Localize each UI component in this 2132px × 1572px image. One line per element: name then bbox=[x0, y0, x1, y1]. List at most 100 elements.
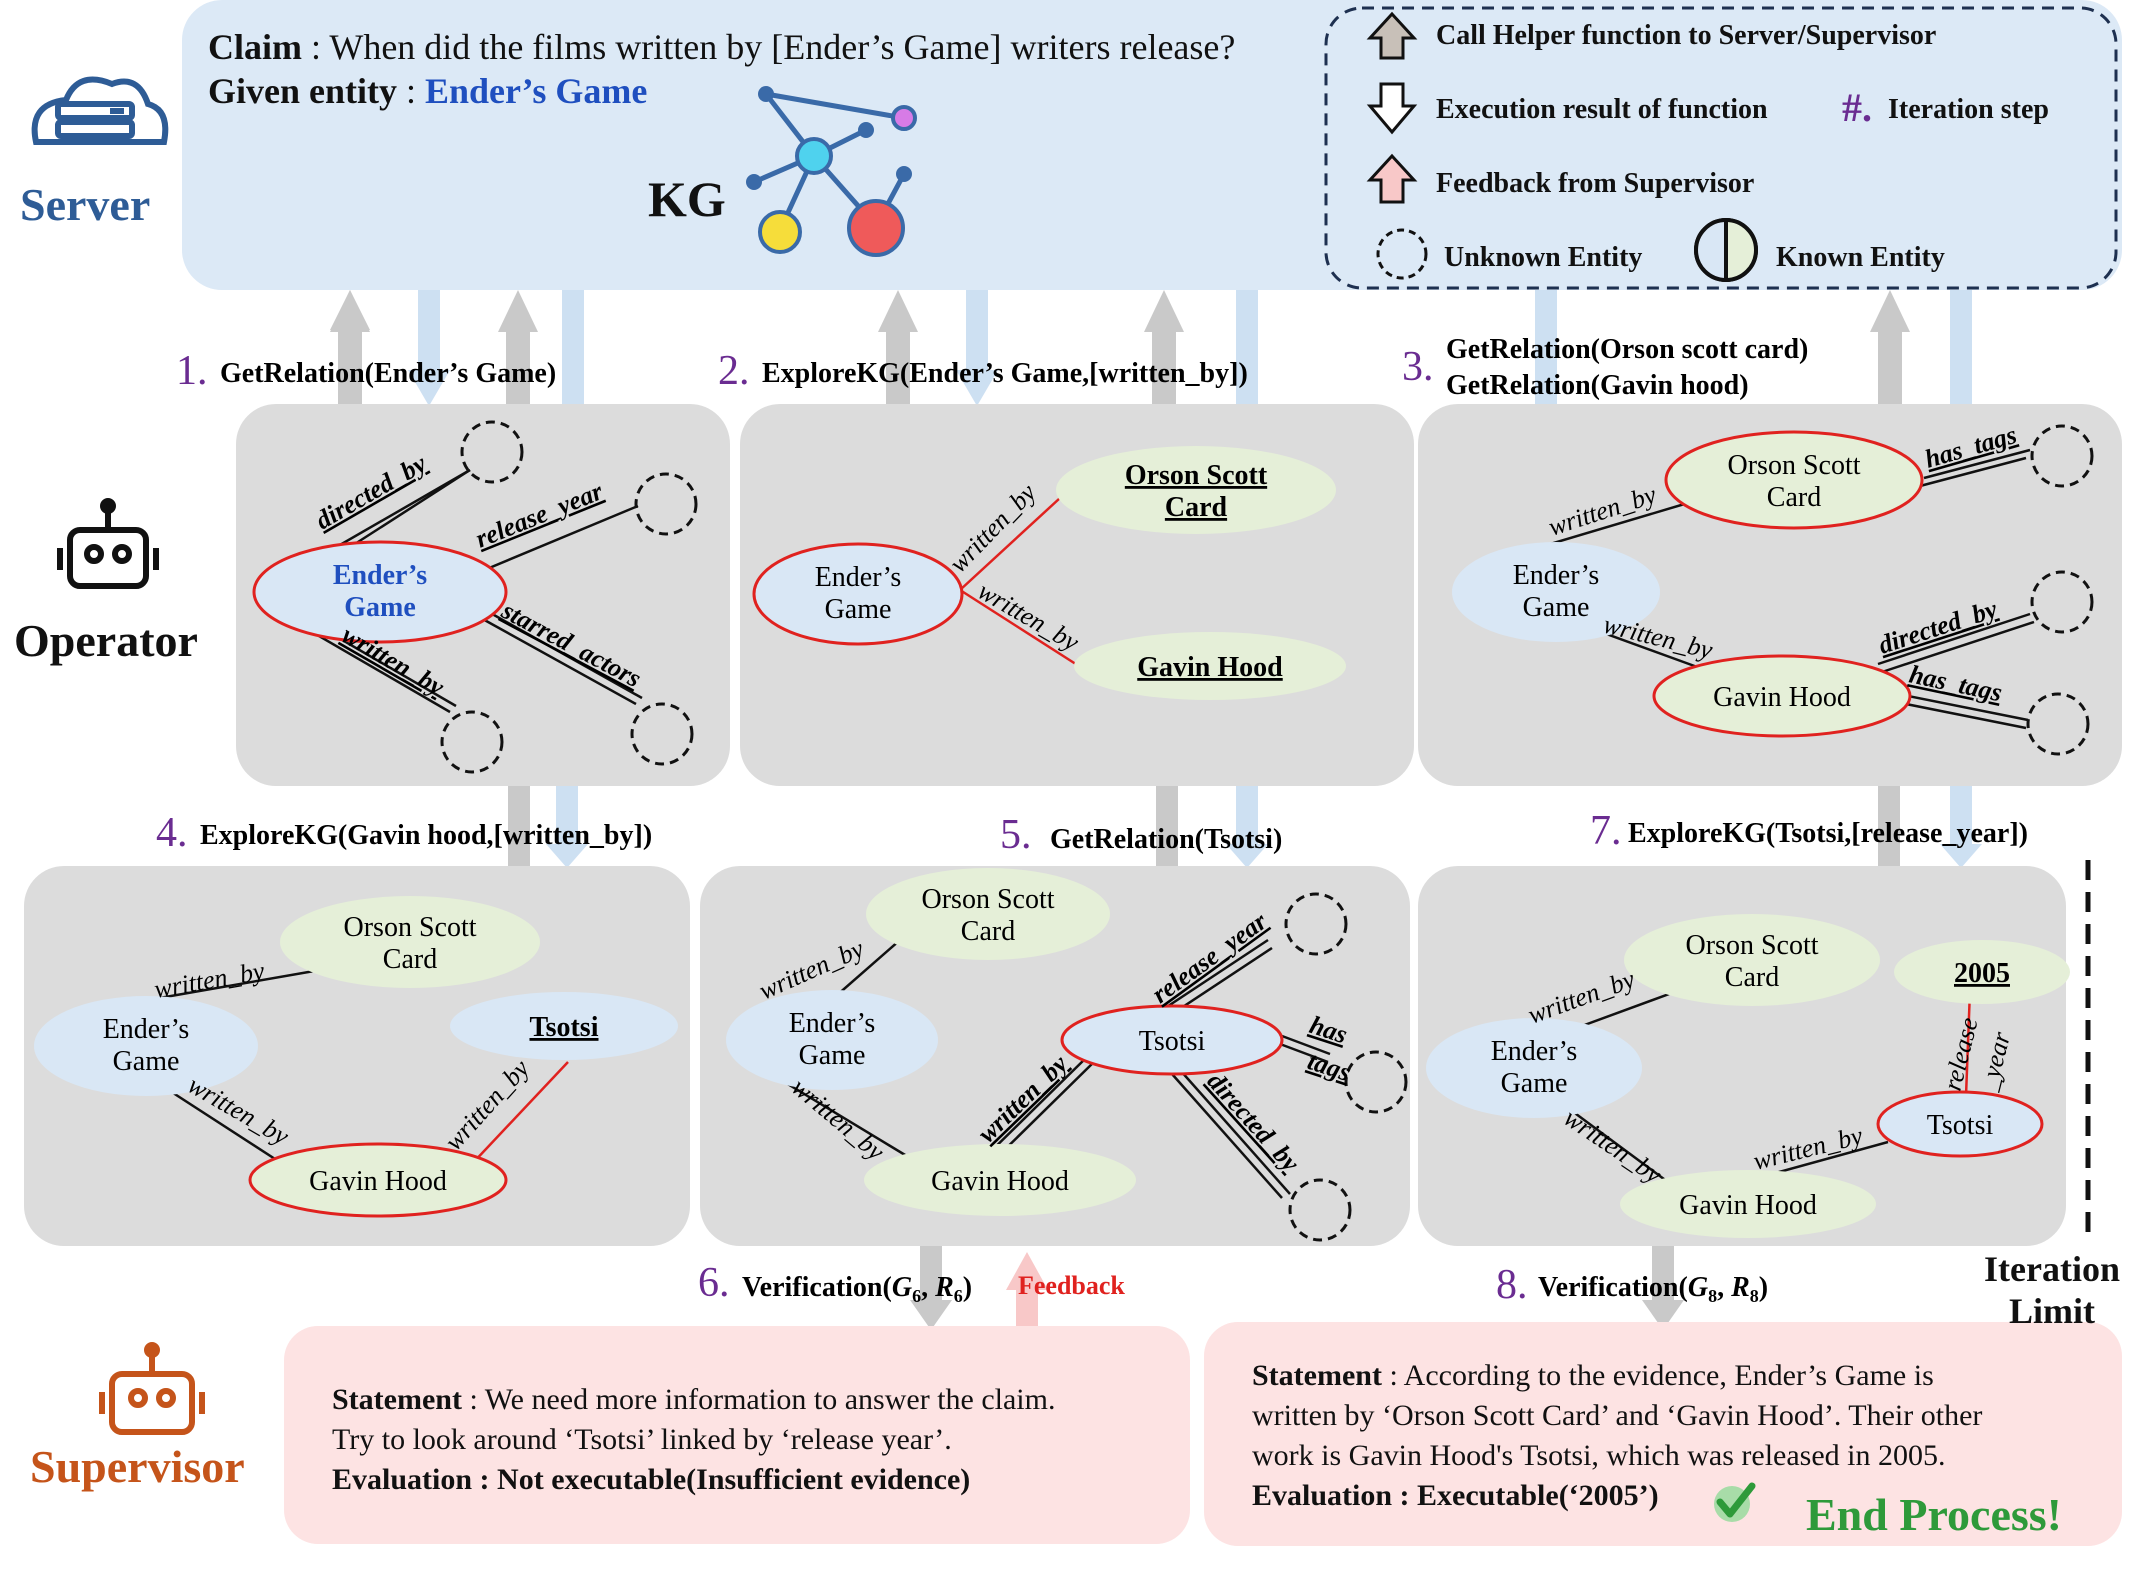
supervisor-box-left bbox=[284, 1326, 1190, 1544]
right-statement-line-1: Statement : According to the evidence, E… bbox=[1252, 1356, 2112, 1396]
step-3-text-2: GetRelation(Gavin hood) bbox=[1446, 370, 1749, 401]
claim-key: Claim bbox=[208, 27, 302, 67]
ender-node-p1 bbox=[252, 540, 508, 644]
orson-label-2: Card bbox=[1165, 492, 1228, 523]
legend-iteration-symbol: #. bbox=[1842, 85, 1872, 130]
gavin-node-p3 bbox=[1652, 654, 1912, 738]
tsotsi-node-p7 bbox=[1876, 1090, 2044, 1158]
tsotsi-node-p5 bbox=[1060, 1004, 1284, 1076]
unknown-node bbox=[1284, 892, 1348, 956]
entity-key: Given entity bbox=[208, 71, 397, 111]
feedback-label: Feedback bbox=[1018, 1271, 1125, 1300]
gavin-label: Gavin Hood bbox=[309, 1166, 447, 1197]
orson-label-2: Card bbox=[1725, 962, 1779, 993]
kg-label: KG bbox=[648, 171, 726, 227]
unknown-node bbox=[440, 710, 504, 774]
legend-execution-result: Execution result of function bbox=[1436, 94, 1768, 125]
gavin-node-p4 bbox=[248, 1142, 508, 1218]
orson-label-1: Orson Scott bbox=[1686, 930, 1819, 961]
ender-label-2: Game bbox=[825, 594, 892, 625]
gavin-label: Gavin Hood bbox=[1713, 682, 1851, 713]
server-label: Server bbox=[20, 179, 151, 230]
unknown-node bbox=[1344, 1050, 1408, 1114]
right-evaluation-key: Evaluation bbox=[1252, 1479, 1393, 1512]
supervisor-right-text: Statement : According to the evidence, E… bbox=[1252, 1356, 2112, 1516]
server-cloud-icon bbox=[31, 76, 169, 145]
unknown-node bbox=[634, 472, 698, 536]
left-evaluation-key: Evaluation bbox=[332, 1463, 473, 1496]
edge-line bbox=[1567, 1106, 1677, 1190]
step-arrows bbox=[330, 290, 1982, 1336]
operator-label: Operator bbox=[14, 615, 198, 666]
step-1-num: 1. bbox=[176, 348, 208, 394]
entity-value: Ender’s Game bbox=[425, 71, 648, 111]
right-statement-key: Statement bbox=[1252, 1359, 1382, 1392]
server-banner bbox=[182, 0, 2122, 290]
orson-label-1: Orson Scott bbox=[1125, 460, 1268, 491]
tsotsi-label: Tsotsi bbox=[1927, 1110, 1994, 1141]
ender-label-2: Game bbox=[799, 1040, 866, 1071]
left-statement-line-1: Statement : We need more information to … bbox=[332, 1380, 1172, 1420]
supervisor-box-right bbox=[1204, 1322, 2122, 1546]
step-7-num: 7. bbox=[1590, 808, 1622, 854]
legend-iteration-step: Iteration step bbox=[1888, 94, 2049, 125]
kg-network-icon bbox=[746, 86, 917, 257]
orson-node-p2 bbox=[1056, 446, 1336, 534]
supervisor-label: Supervisor bbox=[30, 1441, 245, 1492]
right-statement-line-3: work is Gavin Hood's Tsotsi, which was r… bbox=[1252, 1439, 1946, 1472]
ender-label-1: Ender’s bbox=[1513, 560, 1600, 591]
edge-line bbox=[147, 968, 321, 1002]
supervisor-robot-icon bbox=[99, 1342, 205, 1435]
claim-text: : When did the films written by [Ender’s… bbox=[302, 27, 1236, 67]
tsotsi-node-p4 bbox=[450, 992, 678, 1060]
iteration-limit-line-1: Iteration bbox=[1984, 1249, 2120, 1289]
step-2-text: ExploreKG(Ender’s Game,[written_by]) bbox=[762, 358, 1248, 389]
step-8-num: 8. bbox=[1496, 1262, 1528, 1308]
orson-label-2: Card bbox=[1767, 482, 1821, 513]
step-6-text: Verification(G6, R6) bbox=[742, 1272, 972, 1306]
edge-line bbox=[959, 497, 1061, 591]
step-1-text: GetRelation(Ender’s Game) bbox=[220, 358, 556, 389]
ender-label-1: Ender’s bbox=[103, 1014, 190, 1045]
step-3-num: 3. bbox=[1402, 344, 1434, 390]
orson-label-1: Orson Scott bbox=[922, 884, 1055, 915]
step-5-num: 5. bbox=[1000, 812, 1032, 858]
unknown-node bbox=[460, 420, 524, 484]
tsotsi-label: Tsotsi bbox=[1139, 1026, 1206, 1057]
ender-node-p4 bbox=[34, 996, 258, 1096]
ender-label-1: Ender’s bbox=[1491, 1036, 1578, 1067]
unknown-entity-icon bbox=[1376, 228, 1428, 280]
iteration-limit-label: Iteration Limit bbox=[1972, 1248, 2132, 1332]
gavin-node-p2 bbox=[1074, 632, 1346, 700]
ender-label-2: Game bbox=[113, 1046, 180, 1077]
gavin-node-p5 bbox=[864, 1144, 1136, 1216]
orson-label-2: Card bbox=[961, 916, 1015, 947]
left-evaluation-value: : Not executable(Insufficient evidence) bbox=[472, 1463, 971, 1496]
orson-label-2: Card bbox=[383, 944, 437, 975]
gavin-node-p7 bbox=[1620, 1170, 1876, 1238]
ender-node-p2 bbox=[752, 542, 964, 646]
end-process-label: End Process! bbox=[1806, 1489, 2062, 1540]
gavin-label: Gavin Hood bbox=[931, 1166, 1069, 1197]
step-3-text: GetRelation(Orson scott card) bbox=[1446, 334, 1808, 365]
tsotsi-label: Tsotsi bbox=[529, 1012, 598, 1043]
step-7-text: ExploreKG(Tsotsi,[release_year]) bbox=[1628, 818, 2028, 849]
year-label: 2005 bbox=[1954, 958, 2010, 989]
legend-known-entity: Known Entity bbox=[1776, 242, 1945, 273]
right-evaluation-line: Evaluation : Executable(‘2005’) bbox=[1252, 1476, 2112, 1516]
ender-label-2: Game bbox=[1523, 592, 1590, 623]
orson-node-p4 bbox=[280, 896, 540, 988]
left-statement-text: : We need more information to answer the… bbox=[461, 1383, 1056, 1416]
known-entity-icon bbox=[1694, 218, 1758, 282]
ender-node-p7 bbox=[1426, 1018, 1642, 1118]
operator-robot-icon bbox=[57, 498, 159, 589]
unknown-node bbox=[630, 702, 694, 766]
feedback-arrow-icon bbox=[1366, 153, 1418, 204]
edge-line bbox=[469, 1061, 569, 1167]
claim-line: Claim : When did the films written by [E… bbox=[208, 26, 1235, 68]
legend-feedback: Feedback from Supervisor bbox=[1436, 168, 1755, 199]
unknown-node bbox=[2030, 570, 2094, 634]
legend-unknown-entity: Unknown Entity bbox=[1444, 242, 1643, 273]
ender-node-p3 bbox=[1452, 542, 1660, 642]
